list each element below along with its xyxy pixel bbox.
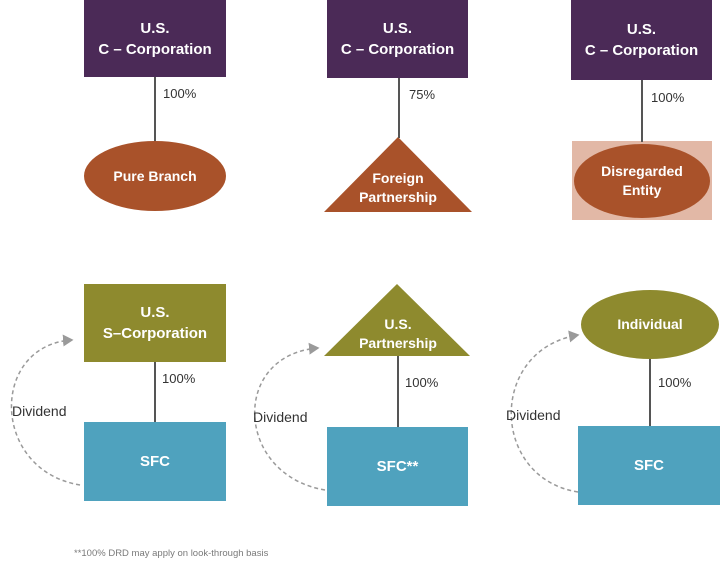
bottom-col1-dividend-label: Dividend: [12, 403, 67, 419]
bottom-col2-ownership: 100%: [405, 375, 439, 390]
bottom-col3-connector: [649, 359, 651, 426]
top-col1-child-oval: Pure Branch: [84, 141, 226, 211]
bottom-col2-connector: [397, 356, 399, 427]
bottom-col3-ownership: 100%: [658, 375, 692, 390]
bottom-col2-parent-label: U.S. Partnership: [359, 316, 437, 351]
top-col2-connector: [398, 78, 400, 138]
footnote: **100% DRD may apply on look-through bas…: [74, 548, 269, 559]
top-col3-ownership: 100%: [651, 90, 685, 105]
dividend-arrow-col1: [10, 334, 81, 486]
top-col3-connector: [641, 80, 643, 142]
top-col2-ownership: 75%: [409, 87, 436, 102]
us-partnership-triangle: [324, 284, 470, 356]
top-col3-parent-box: U.S. C – Corporation: [571, 0, 712, 80]
bottom-col1-parent-box: U.S. S–Corporation: [84, 284, 226, 362]
bottom-col3-child-box: SFC: [578, 426, 720, 505]
bottom-col1-connector: [154, 362, 156, 422]
bottom-col3-parent-oval: Individual: [581, 290, 719, 359]
top-col3-child-oval: Disregarded Entity: [574, 144, 710, 218]
top-col1-ownership: 100%: [163, 86, 197, 101]
bottom-col2-child-box: SFC**: [327, 427, 468, 506]
foreign-partnership-triangle: [324, 137, 472, 212]
top-col2-parent-box: U.S. C – Corporation: [327, 0, 468, 78]
top-col1-connector: [154, 77, 156, 142]
dividend-arrow-col3: [510, 330, 580, 493]
top-col2-child-label: Foreign Partnership: [359, 170, 437, 205]
bottom-col1-ownership: 100%: [162, 371, 196, 386]
bottom-col1-child-box: SFC: [84, 422, 226, 501]
top-col1-parent-box: U.S. C – Corporation: [84, 0, 226, 77]
bottom-col3-dividend-label: Dividend: [506, 407, 561, 423]
dividend-arrow-col2: [254, 342, 326, 491]
bottom-col2-dividend-label: Dividend: [253, 409, 308, 425]
